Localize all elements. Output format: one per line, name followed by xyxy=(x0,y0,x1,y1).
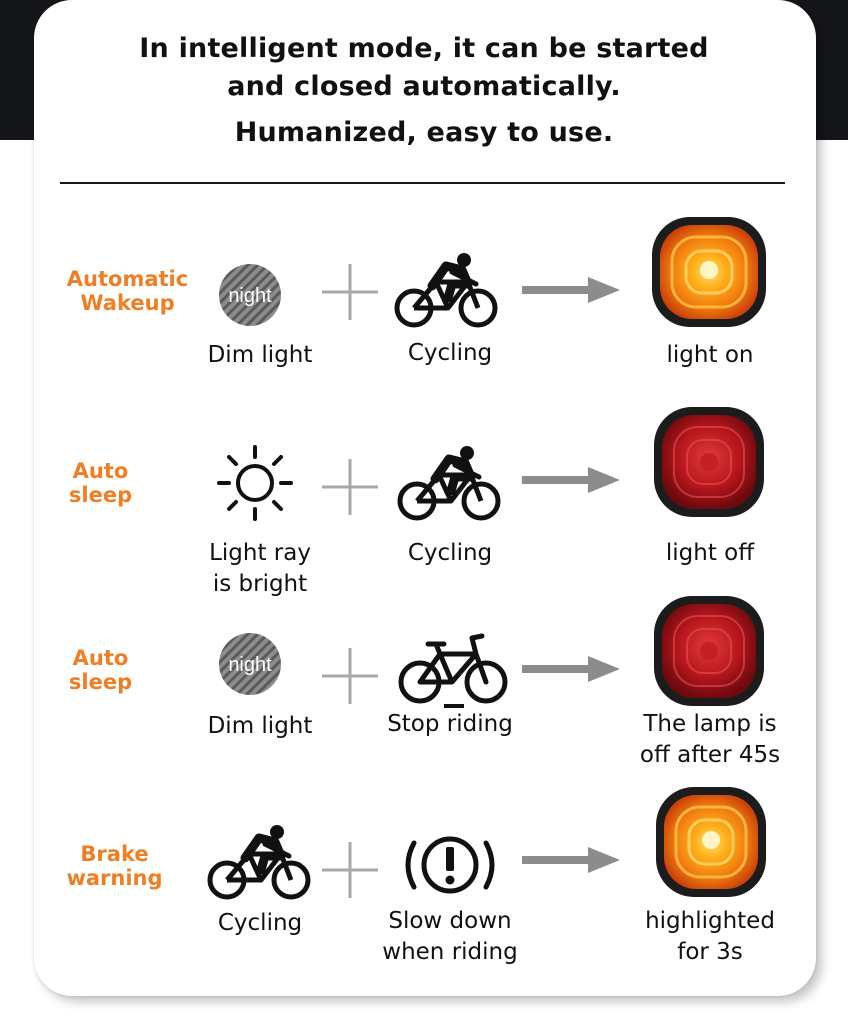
night-icon-text: night xyxy=(228,285,272,307)
mode-label-auto-sleep: Auto sleep xyxy=(28,459,173,507)
divider xyxy=(60,182,785,184)
result-caption-line: for 3s xyxy=(677,939,743,965)
cyclist-icon xyxy=(205,822,315,902)
plus-icon xyxy=(320,262,380,322)
result-caption: The lamp is off after 45s xyxy=(610,709,810,771)
tail-light-off-icon xyxy=(650,592,768,710)
action-caption-line: when riding xyxy=(382,939,518,965)
mode-label-automatic-wakeup: Automatic Wakeup xyxy=(55,267,200,315)
result-caption: light off xyxy=(665,540,755,566)
night-icon-text: night xyxy=(228,654,272,676)
result-caption-line: The lamp is xyxy=(643,711,777,737)
result-caption-line: highlighted xyxy=(645,908,775,934)
action-caption-line: Slow down xyxy=(388,908,512,934)
arrow-right-icon xyxy=(522,845,622,875)
tail-light-off-icon xyxy=(650,403,768,521)
mode-label-line: sleep xyxy=(68,670,133,694)
mode-label-brake-warning: Brake warning xyxy=(42,842,187,890)
result-caption: light on xyxy=(666,342,754,368)
mode-label-auto-sleep: Auto sleep xyxy=(28,646,173,694)
title-line-3: Humanized, easy to use. xyxy=(234,117,614,148)
result-caption: highlighted for 3s xyxy=(620,906,800,968)
mode-label-line: Automatic xyxy=(66,267,189,291)
condition-caption: Dim light xyxy=(207,342,313,368)
condition-caption-line: is bright xyxy=(212,571,308,597)
brake-warning-icon xyxy=(398,825,502,905)
title-line-2: and closed automatically. xyxy=(227,71,621,102)
action-caption: Cycling xyxy=(407,340,493,366)
plus-icon xyxy=(320,457,380,517)
title-line-1: In intelligent mode, it can be started xyxy=(139,33,709,64)
plus-icon xyxy=(320,646,380,706)
night-moon-icon: night xyxy=(218,263,282,327)
cyclist-icon xyxy=(392,250,502,330)
sun-icon xyxy=(215,443,295,523)
plus-icon xyxy=(320,840,380,900)
arrow-right-icon xyxy=(522,465,622,495)
mode-label-line: Auto xyxy=(72,646,129,670)
cyclist-icon xyxy=(395,443,505,523)
mode-label-line: Auto xyxy=(72,459,129,483)
action-caption: Slow down when riding xyxy=(360,906,540,968)
mode-label-line: sleep xyxy=(68,483,133,507)
action-caption: Stop riding xyxy=(387,711,513,737)
condition-caption-line: Light ray xyxy=(209,540,311,566)
result-caption-line: off after 45s xyxy=(639,742,781,768)
tail-light-on-icon xyxy=(652,783,770,901)
condition-caption: Dim light xyxy=(207,713,313,739)
mode-label-line: warning xyxy=(66,866,163,890)
bicycle-icon xyxy=(398,630,508,710)
arrow-right-icon xyxy=(522,654,622,684)
mode-label-line: Wakeup xyxy=(80,291,175,315)
tail-light-on-icon xyxy=(648,213,770,331)
condition-caption: Light ray is bright xyxy=(180,538,340,600)
action-caption: Cycling xyxy=(407,540,493,566)
arrow-right-icon xyxy=(522,275,622,305)
condition-caption: Cycling xyxy=(217,910,303,936)
page-title: In intelligent mode, it can be started a… xyxy=(0,30,848,152)
night-moon-icon: night xyxy=(218,632,282,696)
mode-label-line: Brake xyxy=(80,842,149,866)
